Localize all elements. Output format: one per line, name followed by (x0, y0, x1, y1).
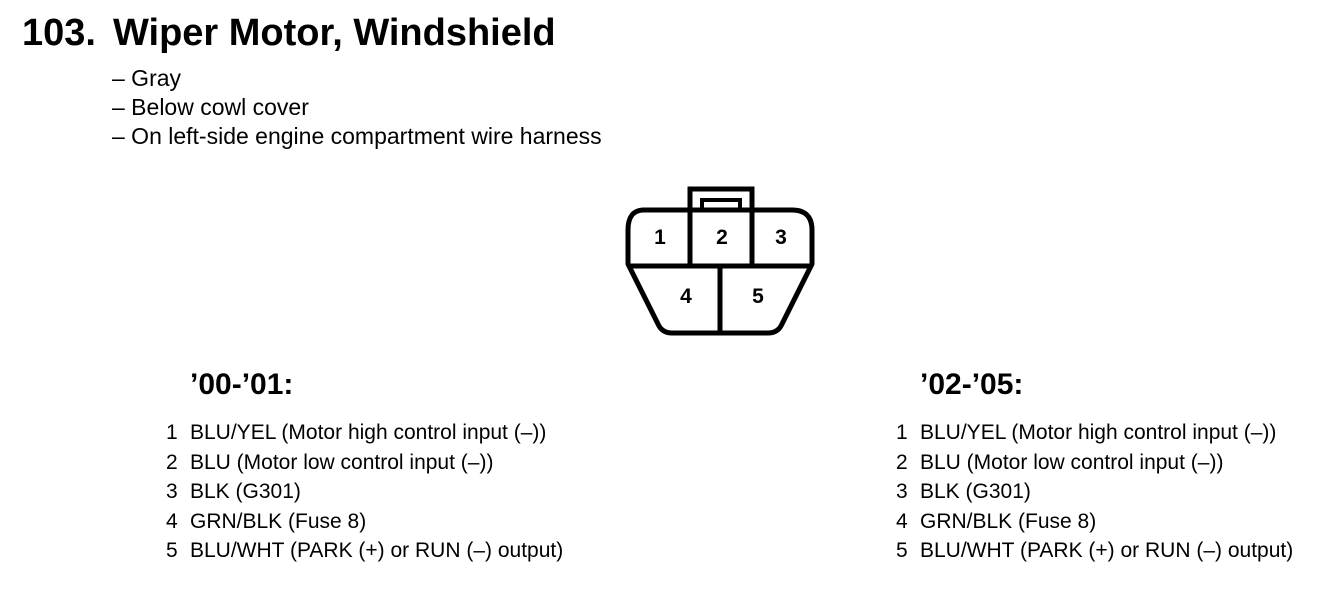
pin-description: BLU (Motor low control input (–)) (920, 450, 1224, 474)
component-name: Wiper Motor, Windshield (113, 12, 556, 54)
component-number: 103. (22, 12, 96, 54)
connector-outline (625, 207, 815, 336)
pin-row: 3 BLK (G301) (166, 477, 563, 507)
pin-number: 4 (166, 509, 178, 533)
connector-lock-tab (687, 186, 755, 210)
page-title: 103. Wiper Motor, Windshield (22, 12, 556, 55)
connector-diagram: 1 2 3 4 5 (625, 186, 815, 336)
pin-label: 4 (680, 285, 692, 308)
note-harness: – On left-side engine compartment wire h… (112, 123, 602, 149)
pin-number: 2 (896, 450, 908, 474)
pin-number: 5 (166, 539, 178, 562)
pin-row: 2 BLU (Motor low control input (–)) (166, 448, 563, 478)
pin-description: BLK (G301) (920, 480, 1031, 503)
connector-lock-slot (700, 198, 742, 210)
pin-row: 4 GRN/BLK (Fuse 8) (166, 507, 563, 537)
pin-description: BLU/WHT (PARK (+) or RUN (–) output) (920, 539, 1294, 562)
pin-number: 3 (896, 480, 908, 503)
pin-number: 1 (166, 421, 178, 444)
note-location: – Below cowl cover (112, 94, 309, 120)
component-notes: – Gray – Below cowl cover – On left-side… (112, 64, 602, 151)
pin-description: GRN/BLK (Fuse 8) (920, 509, 1097, 533)
pin-row: 5 BLU/WHT (PARK (+) or RUN (–) output) (896, 536, 1293, 566)
pin-row: 2 BLU (Motor low control input (–)) (896, 448, 1293, 478)
pin-description: BLU/YEL (Motor high control input (–)) (920, 421, 1277, 444)
pin-label: 1 (654, 226, 666, 249)
pin-row: 3 BLK (G301) (896, 477, 1293, 507)
section-years-heading: ’00-’01: (190, 368, 294, 401)
pin-description: BLU/YEL (Motor high control input (–)) (190, 421, 547, 444)
pin-description: BLU (Motor low control input (–)) (190, 450, 494, 474)
pin-description: BLU/WHT (PARK (+) or RUN (–) output) (190, 539, 564, 562)
pin-description: BLK (G301) (190, 480, 301, 503)
pin-label: 2 (716, 226, 728, 249)
pin-description: GRN/BLK (Fuse 8) (190, 509, 367, 533)
pin-row: 5 BLU/WHT (PARK (+) or RUN (–) output) (166, 536, 563, 566)
pin-row: 4 GRN/BLK (Fuse 8) (896, 507, 1293, 537)
pin-label: 3 (775, 226, 787, 249)
pin-number: 1 (896, 421, 908, 444)
pin-number: 4 (896, 509, 908, 533)
section-years-heading: ’02-’05: (920, 368, 1024, 401)
pin-number: 2 (166, 450, 178, 474)
pin-row: 1 BLU/YEL (Motor high control input (–)) (896, 418, 1293, 448)
pin-number: 5 (896, 539, 908, 562)
pin-row: 1 BLU/YEL (Motor high control input (–)) (166, 418, 563, 448)
pin-label: 5 (752, 285, 764, 308)
pin-number: 3 (166, 480, 178, 503)
note-color: – Gray (112, 65, 182, 91)
